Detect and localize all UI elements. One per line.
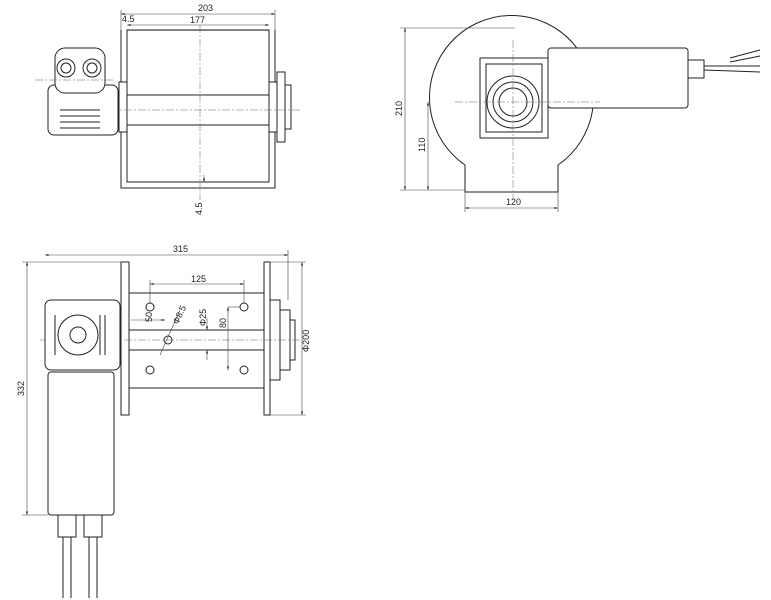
dim-phi-200: Φ200 [301,330,311,352]
mounting-holes [145,302,249,375]
motor-front [47,371,115,598]
top-view: 203 177 4.5 4.5 [35,3,300,215]
gearbox-front [44,299,121,371]
dim-phi-8-5: Φ8.5 [171,304,188,326]
dim-80: 80 [218,318,228,328]
dim-203: 203 [198,3,213,13]
gearbox-top [35,47,119,136]
dim-4-5-bottom: 4.5 [194,202,204,215]
dim-120: 120 [506,197,521,207]
dim-332: 332 [16,381,26,396]
dim-125: 125 [191,274,206,284]
dim-315: 315 [173,244,188,254]
dim-50: 50 [144,312,154,322]
dim-210: 210 [394,101,404,116]
front-view: 315 332 125 50 Φ8.5 Φ25 80 Φ200 [16,244,311,598]
frame-bracket [120,30,276,189]
dim-110: 110 [417,138,427,152]
dim-phi-25: Φ25 [198,309,208,326]
side-view: 210 110 120 [394,14,761,212]
dim-4-5-top: 4.5 [122,14,135,24]
dim-177: 177 [190,15,205,25]
drum-flange [429,14,594,193]
motor-body [547,47,689,109]
